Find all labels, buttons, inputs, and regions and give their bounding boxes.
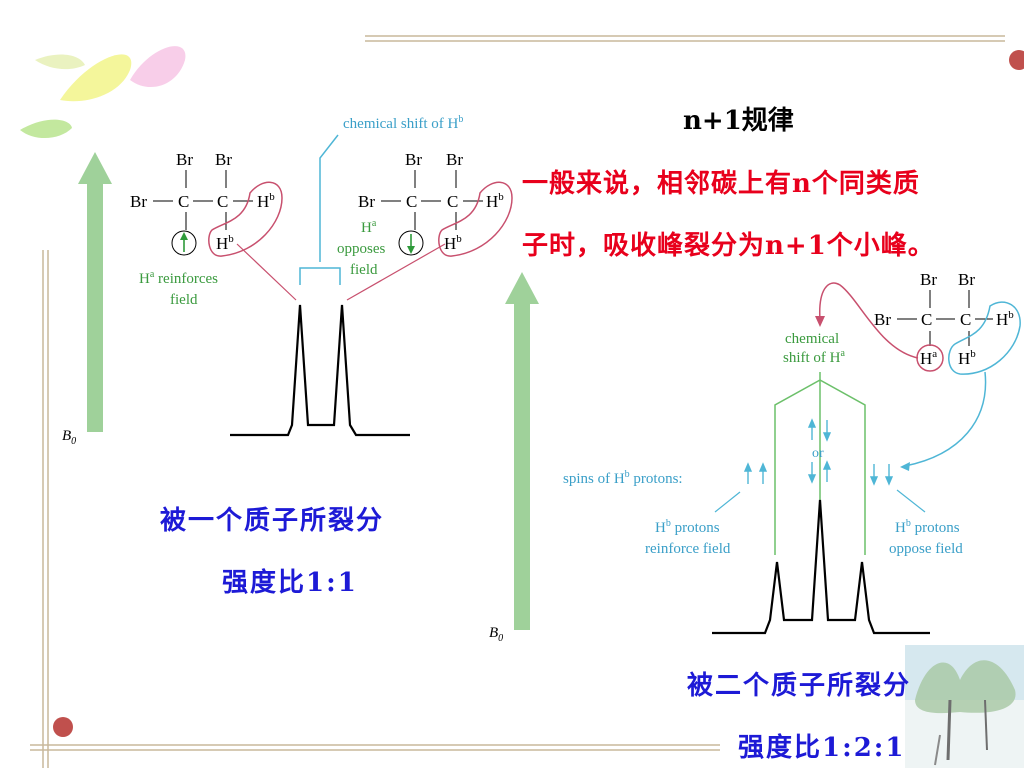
oppose-label-2: oppose field	[889, 541, 963, 557]
top-right-bullet	[1009, 50, 1024, 70]
svg-text:C: C	[447, 192, 458, 211]
doublet-spectrum	[230, 304, 410, 437]
reinforces-field-label: field	[170, 292, 198, 308]
triplet-ratio: 强度比1:2:1	[738, 733, 906, 763]
chemical-shift-ha-label-2: shift of Ha	[783, 348, 846, 366]
svg-text:C: C	[921, 310, 932, 329]
opposes-label: opposes	[337, 241, 385, 257]
svg-text:Hb: Hb	[257, 191, 275, 211]
spins-label: spins of Hb protons:	[563, 469, 683, 487]
svg-text:Br: Br	[405, 150, 422, 169]
b0-field-arrow-2	[505, 272, 539, 630]
svg-text:Hb: Hb	[444, 233, 462, 253]
svg-text:Br: Br	[176, 150, 193, 169]
svg-text:Br: Br	[215, 150, 232, 169]
hb-spin-arrowhead	[900, 462, 910, 471]
or-label: or	[812, 446, 824, 461]
ha-shift-arrow	[819, 282, 919, 359]
opposes-field-label: field	[350, 262, 378, 278]
opposes-label-h: Ha	[361, 218, 377, 236]
rule-title: n+1规律	[683, 106, 794, 136]
b0-label-2: B0	[489, 625, 503, 644]
reinforces-label: Ha reinforces	[139, 269, 218, 287]
rule-line-2: 子时，吸收峰裂分为n+1个小峰。	[522, 231, 935, 261]
svg-text:Ha: Ha	[920, 348, 937, 368]
svg-text:Br: Br	[958, 270, 975, 289]
reinforce-pointer	[714, 491, 741, 513]
svg-text:Br: Br	[920, 270, 937, 289]
doublet-ratio: 强度比1:1	[222, 568, 358, 598]
ha-shift-arrowhead	[815, 316, 825, 327]
svg-text:Br: Br	[358, 192, 375, 211]
leaf-decoration	[20, 46, 186, 139]
link-line-right	[346, 243, 446, 301]
svg-text:C: C	[178, 192, 189, 211]
reinforce-label-2: reinforce field	[645, 541, 731, 557]
oppose-pointer	[896, 489, 926, 513]
molecule-triplet: Br Br Br C C Hb Ha Hb	[874, 270, 1021, 375]
b0-label: B0	[62, 428, 76, 447]
svg-text:Br: Br	[874, 310, 891, 329]
link-line-left	[236, 243, 297, 301]
svg-text:C: C	[217, 192, 228, 211]
spin-arrows	[743, 418, 894, 486]
oppose-label-1: Hb protons	[895, 518, 960, 536]
triplet-caption: 被二个质子所裂分	[687, 671, 912, 701]
chemical-shift-ha-label-1: chemical	[785, 331, 839, 347]
shift-pointer-line	[319, 134, 339, 262]
rule-line-1: 一般来说，相邻碳上有n个同类质	[522, 169, 920, 199]
molecule-opposing: Br Br Br C C Hb Hb	[358, 150, 513, 257]
tree-right-branch	[819, 379, 866, 555]
molecule-reinforcing: Br Br Br C C Hb Hb	[130, 150, 283, 257]
svg-text:Hb: Hb	[216, 233, 234, 253]
svg-text:Hb: Hb	[996, 309, 1014, 329]
b0-field-arrow	[78, 152, 112, 432]
svg-text:C: C	[960, 310, 971, 329]
svg-text:Br: Br	[446, 150, 463, 169]
svg-text:Hb: Hb	[958, 348, 976, 368]
chemical-shift-hb-label: chemical shift of Hb	[343, 114, 463, 132]
triplet-spectrum	[712, 499, 930, 635]
svg-text:C: C	[406, 192, 417, 211]
tree-left-branch	[774, 372, 821, 555]
hb-spin-arrow	[904, 371, 987, 467]
doublet-bracket	[299, 267, 341, 285]
reinforce-label-1: Hb protons	[655, 518, 720, 536]
svg-text:Hb: Hb	[486, 191, 504, 211]
svg-text:Br: Br	[130, 192, 147, 211]
doublet-caption: 被一个质子所裂分	[160, 506, 385, 536]
bottom-left-bullet	[53, 717, 73, 737]
tree-decoration	[905, 645, 1024, 768]
